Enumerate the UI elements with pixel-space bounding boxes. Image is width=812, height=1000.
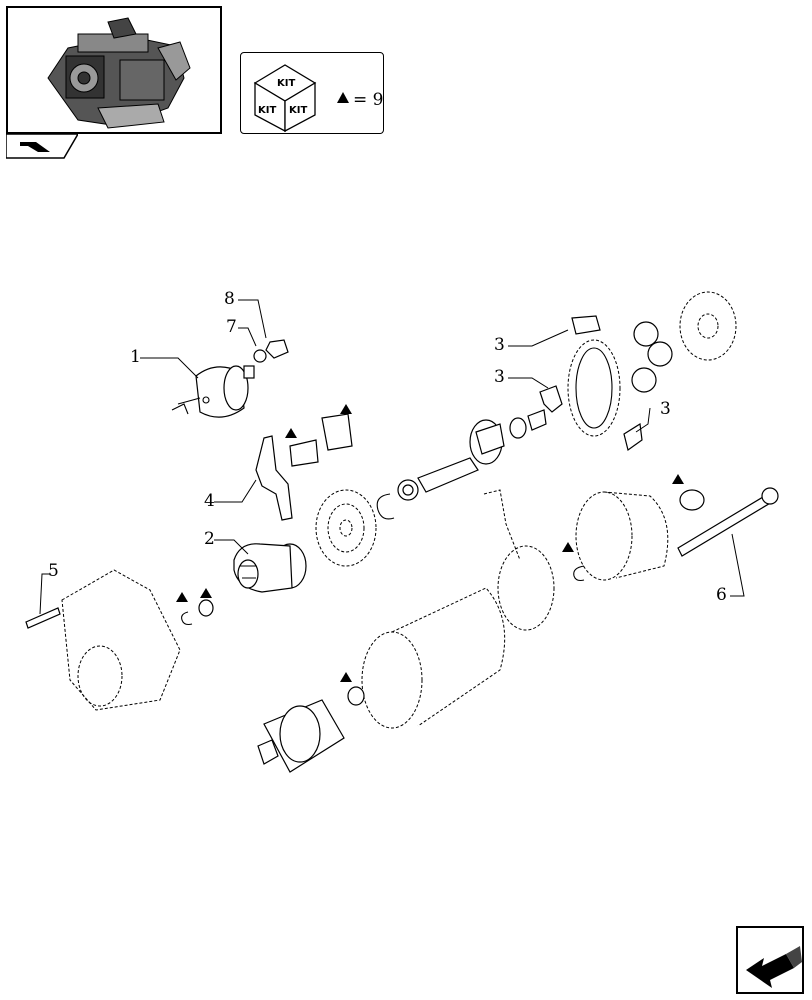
engine-thumbnail-frame (6, 6, 222, 134)
warning-triangle-icon (337, 92, 349, 103)
assembly-tab-icon (20, 142, 50, 152)
fork-pin-part (289, 439, 319, 467)
callout-4: 4 (204, 491, 215, 511)
drive-end-housing-part (61, 569, 181, 711)
armature-part (257, 699, 345, 773)
callout-3-right: 3 (660, 399, 671, 419)
end-cap-part (575, 491, 669, 581)
kit-cube-icon: KIT KIT KIT = 9 (253, 64, 383, 133)
brush-part-top (571, 315, 601, 335)
brush-part-right (623, 422, 643, 452)
callout-6: 6 (716, 585, 727, 605)
brush-part-middle (539, 385, 563, 413)
kit-label-left: KIT (258, 105, 276, 116)
callout-7: 7 (226, 317, 237, 337)
engine-thumbnail-icon (47, 17, 191, 129)
brush-holder-plate-part (483, 489, 555, 631)
armature-washer-part (347, 686, 365, 706)
callout-1: 1 (130, 347, 141, 367)
thrust-washer-part (397, 479, 419, 501)
callout-3-top: 3 (494, 335, 505, 355)
screw-part (25, 607, 61, 629)
kit-label-right: KIT (289, 105, 307, 116)
callout-3-middle: 3 (494, 367, 505, 387)
washer-part (253, 349, 267, 363)
solenoid-part (171, 365, 255, 418)
shaft-seal-part (509, 417, 527, 439)
callout-5: 5 (48, 561, 59, 581)
field-housing-part (361, 587, 506, 729)
internal-ring-part (567, 339, 621, 437)
pinion-drive-part (233, 543, 307, 593)
planet-gear-3 (631, 367, 657, 393)
warning-triangle-icon (176, 404, 684, 682)
planet-gear-2 (647, 341, 673, 367)
small-circlip-part (181, 611, 193, 626)
end-bushing-part (679, 489, 705, 511)
kit-label-top: KIT (277, 78, 295, 89)
planet-gear-1 (633, 321, 659, 347)
bushing-part (527, 409, 547, 431)
shift-fork-part (255, 435, 293, 521)
callout-8: 8 (224, 289, 235, 309)
next-page-button[interactable] (736, 926, 804, 994)
ring-gear-part (315, 489, 377, 567)
kit-legend-box: KIT KIT KIT = 9 (240, 52, 384, 134)
pivot-block-part (321, 413, 353, 451)
circlip-part (376, 493, 395, 520)
output-shaft-part (417, 419, 505, 493)
clip-part (573, 565, 585, 582)
small-washer-part (198, 599, 214, 617)
through-bolt-part (677, 487, 779, 557)
carrier-plate-part (679, 291, 737, 361)
nut-part (265, 339, 289, 359)
thumbnail-tab (6, 134, 78, 159)
callout-2: 2 (204, 529, 215, 549)
kit-equals-count: = 9 (353, 90, 383, 110)
next-page-arrow-icon (746, 946, 802, 988)
